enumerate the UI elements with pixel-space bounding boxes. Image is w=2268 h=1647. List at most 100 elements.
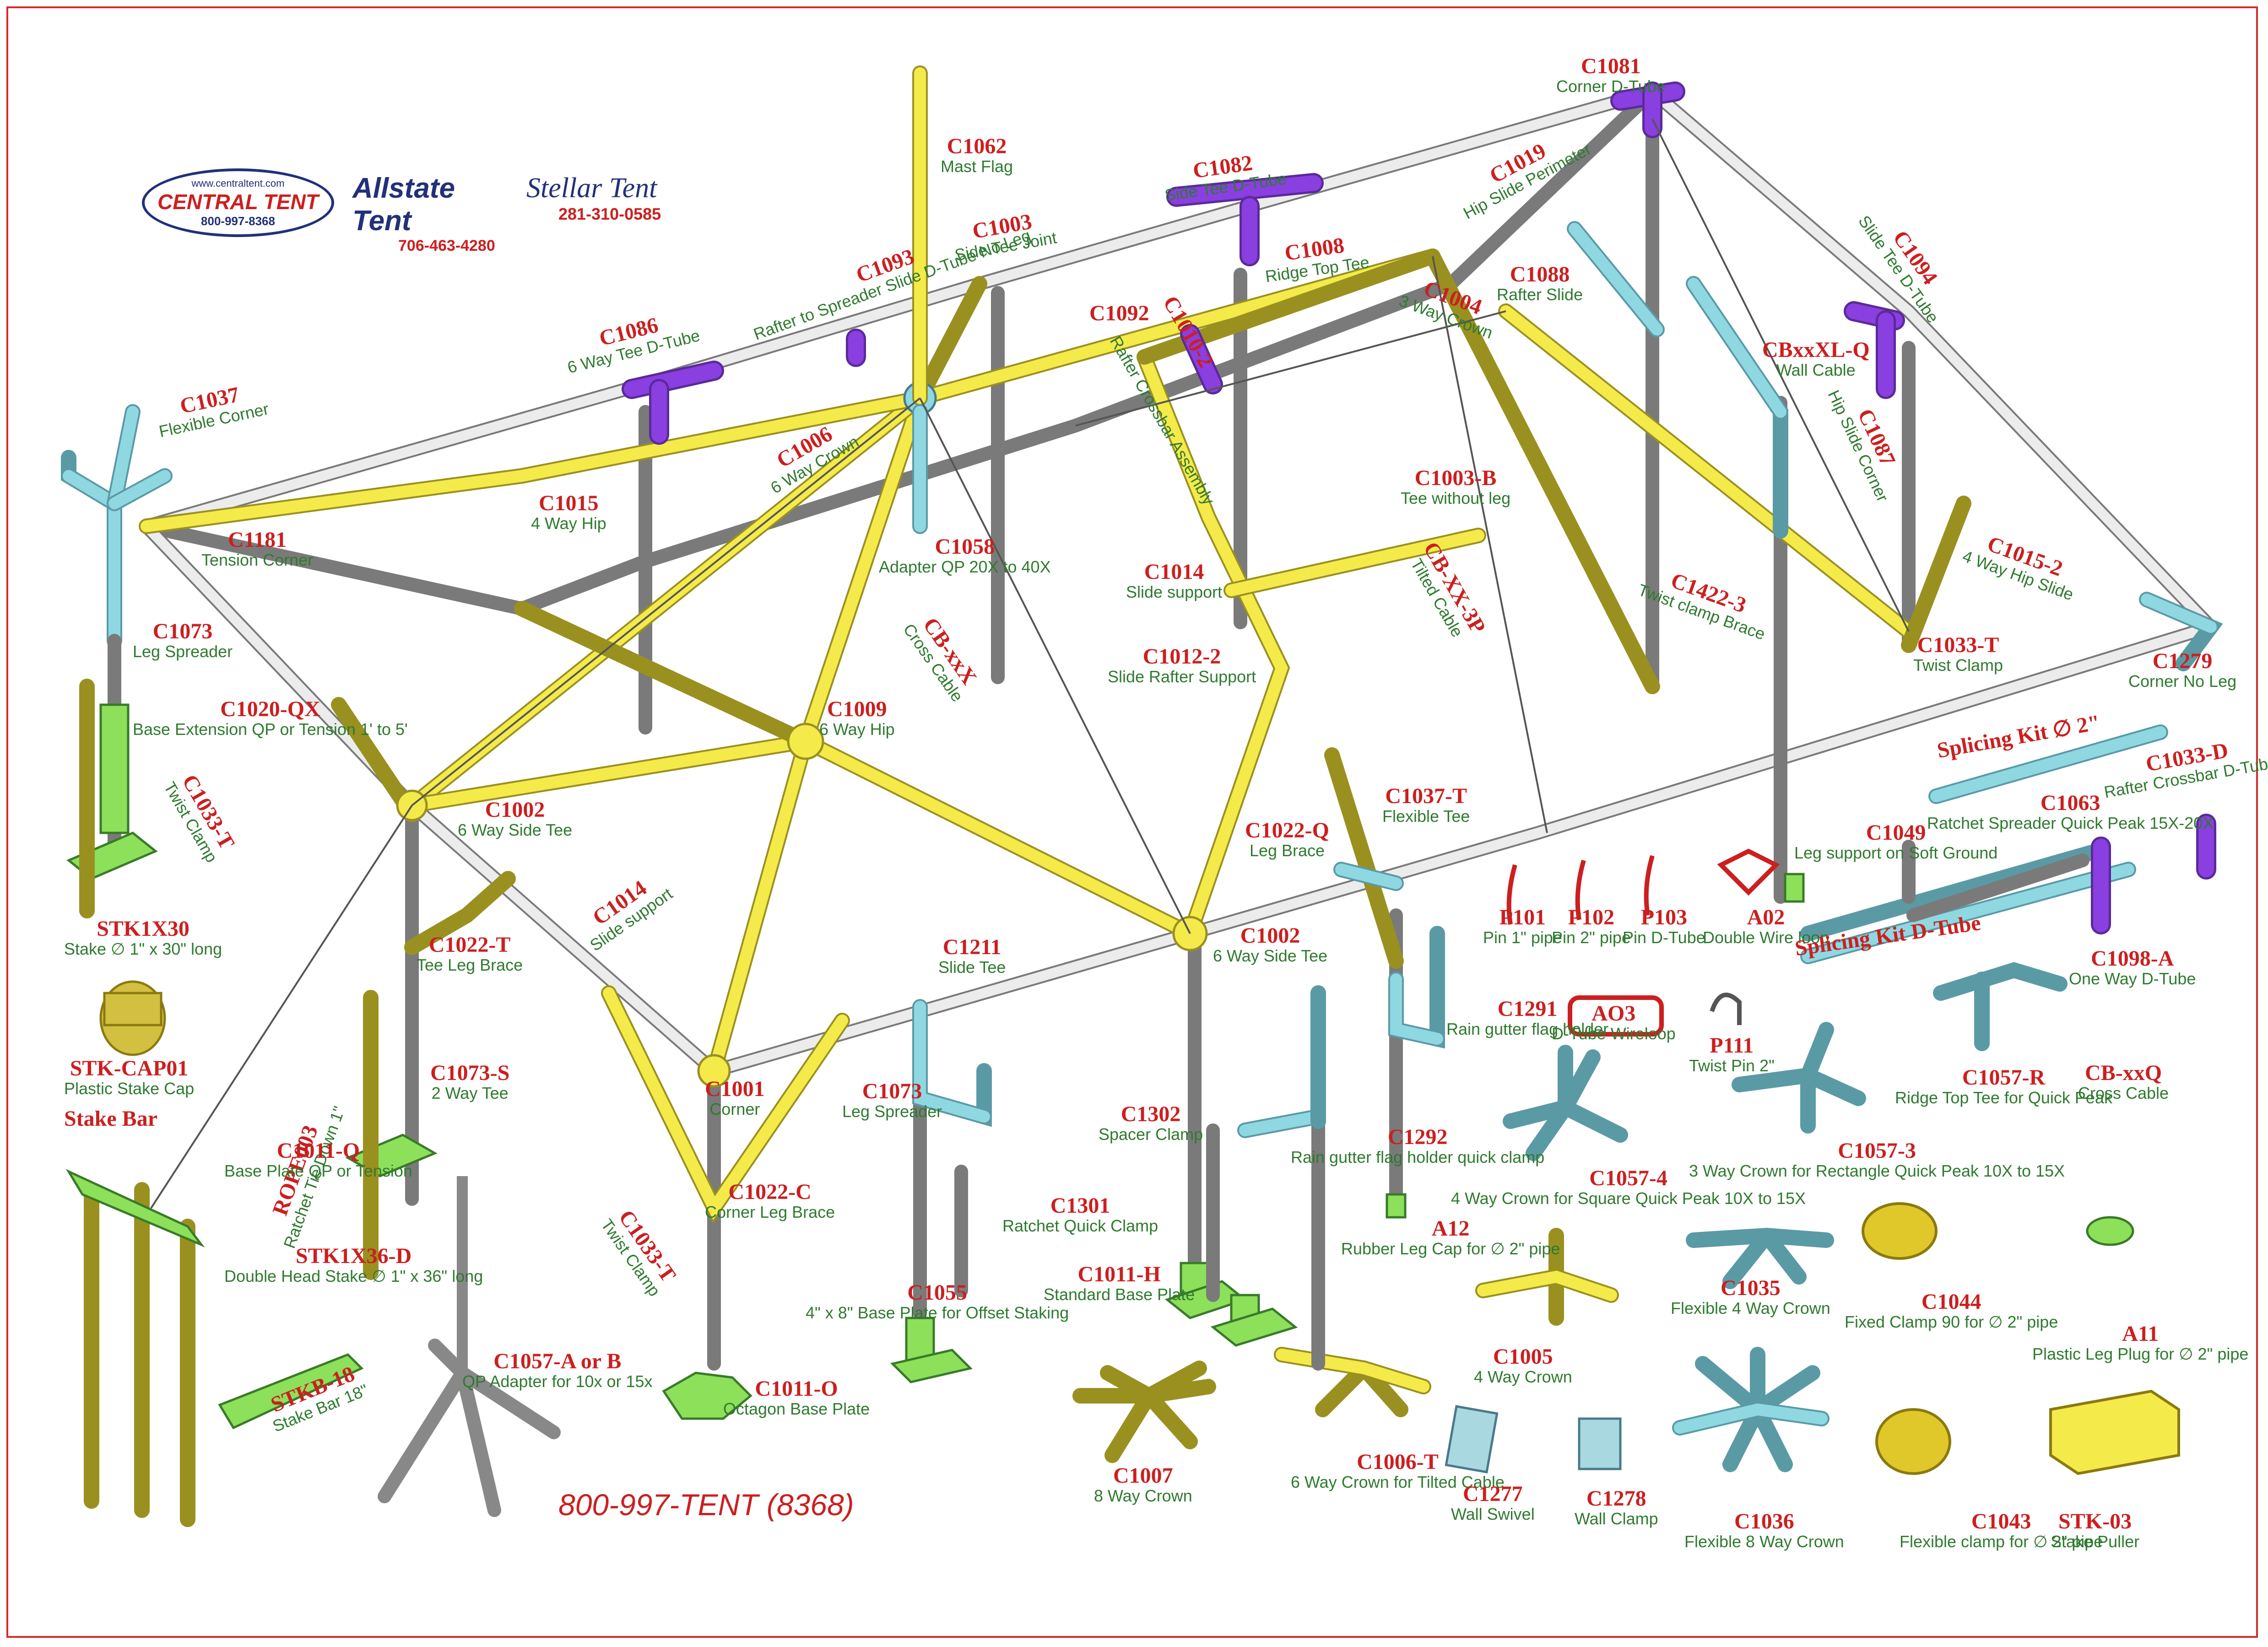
part-code: A02 [1747, 905, 1785, 929]
leg-pipe-parts [954, 840, 1916, 1371]
part-code: C1015 [539, 491, 599, 515]
splicing-kit [1800, 724, 2216, 964]
cables [150, 119, 1910, 1209]
part-description: Ratchet Spreader Quick Peak 15X-20X [1927, 814, 2214, 833]
allstate-tent-logo: Allstate Tent 706-463-4280 [352, 165, 517, 254]
part-description: Octagon Base Plate [723, 1399, 870, 1419]
part-code: C1022-T [428, 933, 511, 957]
part-code: C1001 [705, 1077, 765, 1101]
part-code: C1279 [2152, 649, 2213, 673]
part-code: C1073 [862, 1079, 922, 1103]
part-code: C1277 [1463, 1482, 1523, 1506]
part-code: C1014 [1144, 560, 1204, 584]
d-tube-fittings [622, 81, 1905, 445]
part-code: C1063 [2040, 791, 2100, 815]
part-description: Rubber Leg Cap for ∅ 2" pipe [1341, 1239, 1560, 1258]
part-description: Wall Cable [1776, 361, 1856, 380]
part-description: 4 Way Crown [1474, 1367, 1572, 1387]
qp-adapter [378, 1176, 561, 1517]
part-description: QP Adapter for 10x or 15x [462, 1372, 653, 1391]
part-code: P111 [1710, 1033, 1754, 1058]
part-code: STK-03 [2058, 1509, 2132, 1534]
part-code: C1062 [947, 134, 1007, 158]
page-border [6, 6, 2258, 1638]
part-description: Rafter Slide [1497, 285, 1583, 304]
part-description: Plastic Stake Cap [64, 1079, 195, 1098]
part-description: Fixed Clamp 90 for ∅ 2" pipe [1845, 1312, 2058, 1332]
part-description: Twist Pin 2" [1689, 1056, 1775, 1075]
part-code: C1012-2 [1142, 644, 1221, 669]
part-description: Leg Spreader [133, 642, 233, 661]
part-code: C1057-4 [1589, 1166, 1667, 1190]
part-description: Double Wire loop [1703, 928, 1830, 947]
central-tent-url: www.centraltent.com [191, 178, 285, 189]
part-code: C1057-R [1962, 1065, 2046, 1090]
part-code: P103 [1640, 905, 1688, 929]
part-code: C1292 [1387, 1125, 1448, 1149]
part-code: A11 [2122, 1322, 2159, 1346]
part-code: C1291 [1497, 997, 1558, 1021]
part-code: CB-xxQ [2085, 1061, 2162, 1085]
part-description: Standard Base Plate [1044, 1285, 1195, 1304]
part-code: AO3 [1591, 1001, 1636, 1026]
part-description: Ridge Top Tee for Quick Peak [1895, 1088, 2112, 1107]
part-description: Ratchet Quick Clamp [1002, 1216, 1158, 1236]
part-description: Leg Spreader [842, 1102, 942, 1121]
part-description: Wall Swivel [1451, 1505, 1535, 1524]
part-description: 4" x 8" Base Plate for Offset Staking [806, 1303, 1069, 1323]
part-description: Flexible 8 Way Crown [1684, 1532, 1844, 1551]
part-description: Rain gutter flag holder quick clamp [1291, 1148, 1545, 1167]
stellar-tent-name: Stellar Tent [526, 173, 657, 204]
central-tent-name: CENTRAL TENT [157, 190, 319, 214]
part-code: C1002 [1240, 923, 1300, 948]
part-description: Pin 2" pipe [1552, 928, 1631, 947]
part-code: C1073-S [430, 1061, 510, 1085]
part-description: 4 Way Hip [531, 514, 606, 533]
part-description: Flexible Tee [1382, 807, 1470, 826]
part-code: C1037-T [1385, 784, 1467, 808]
part-description: Flexible clamp for ∅ 2" pipe [1900, 1532, 2103, 1551]
part-description: Wall Clamp [1575, 1509, 1658, 1528]
part-description: Leg support on Soft Ground [1794, 843, 1998, 863]
part-description: Flexible 4 Way Crown [1671, 1299, 1830, 1318]
part-description: Base Plate QP or Tension [224, 1161, 412, 1181]
part-description: Tension Corner [201, 551, 314, 570]
part-code: C1035 [1721, 1276, 1781, 1300]
part-description: 6 Way Hip [819, 720, 895, 739]
central-tent-logo: www.centraltent.com CENTRAL TENT 800-997… [142, 168, 334, 237]
